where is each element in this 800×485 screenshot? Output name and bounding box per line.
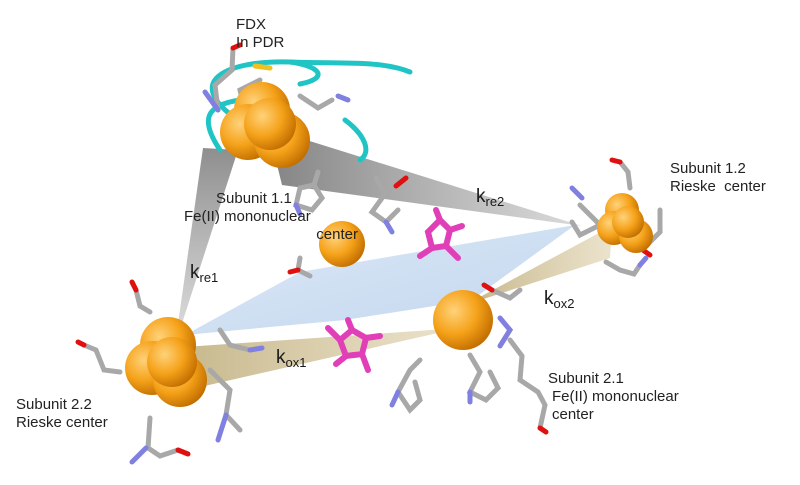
subunit-2-1-label-line-2: Fe(II) mononuclear [552, 388, 679, 405]
kre2-k: k [476, 186, 486, 207]
subunit-1-2-rieske-cluster [597, 193, 653, 253]
subunit-1-2-label-line-2: Rieske center [670, 178, 766, 195]
subunit-1-1-label: Subunit 1.1 Fe(II) mononuclear center [184, 190, 358, 244]
kox2-transfer-cone [465, 226, 612, 305]
subunit-2-1-iron-center [433, 290, 493, 350]
kre2-transfer-cone [268, 128, 582, 226]
kre2-rate-label: kre2 [476, 186, 504, 209]
subunit-2-1-label-line-3: center [552, 406, 594, 423]
subunit-1-1-label-line-3: center [316, 226, 358, 243]
kox1-transfer-cone [170, 328, 460, 392]
fdx-label-line-1: FDX [236, 16, 266, 33]
kox2-rate-label: kox2 [544, 288, 574, 311]
fdx-label: FDX In PDR [236, 16, 284, 52]
kre1-subscript: re1 [199, 270, 219, 285]
subunit-2-2-label: Subunit 2.2 Rieske center [16, 396, 108, 432]
subunit-2-1-label-line-1: Subunit 2.1 [548, 370, 624, 387]
substrate-1-molecule [417, 207, 465, 261]
kre1-rate-label: kre1 [190, 262, 218, 285]
subunit-2-2-label-line-1: Subunit 2.2 [16, 396, 92, 413]
kre1-k: k [190, 262, 200, 283]
kre2-subscript: re2 [485, 194, 505, 209]
subunit-2-1-label: Subunit 2.1 Fe(II) mononuclear center [548, 370, 679, 424]
kox2-subscript: ox2 [553, 296, 575, 311]
subunit-plane [185, 225, 575, 335]
subunit-2-2-label-line-2: Rieske center [16, 414, 108, 431]
subunit-1-1-label-line-1: Subunit 1.1 [216, 190, 292, 207]
subunit-1-1-label-line-2: Fe(II) mononuclear [184, 208, 311, 225]
residue-sticks [75, 42, 663, 465]
fdx-label-line-2: In PDR [236, 34, 285, 51]
kox2-k: k [544, 288, 554, 309]
fdx-iron-sulfur-cluster [220, 82, 310, 168]
subunit-1-1-iron-center [319, 221, 365, 267]
substrate-2-molecule [325, 317, 383, 373]
subunit-2-2-rieske-cluster [125, 317, 207, 407]
fdx-ribbon [205, 59, 413, 163]
kox1-subscript: ox1 [285, 355, 307, 370]
kre1-transfer-cone [175, 148, 238, 345]
subunit-1-2-label-line-1: Subunit 1.2 [670, 160, 746, 177]
kox1-rate-label: kox1 [276, 347, 306, 370]
subunit-1-2-label: Subunit 1.2 Rieske center [670, 160, 766, 196]
kox1-k: k [276, 347, 286, 368]
